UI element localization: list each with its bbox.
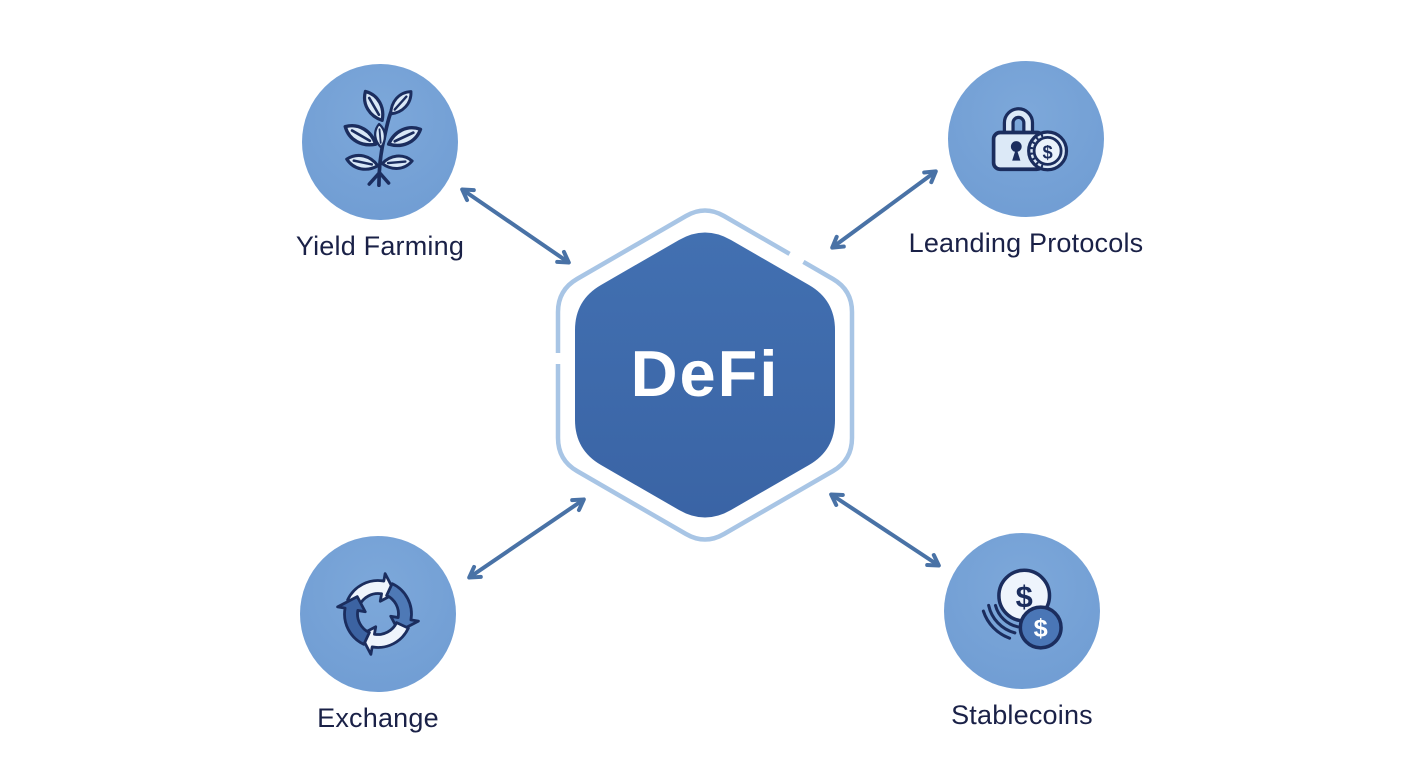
exchange-label: Exchange (317, 703, 439, 733)
svg-text:$: $ (1042, 141, 1052, 162)
lending-protocols-label: Leanding Protocols (908, 228, 1144, 258)
lock-coin-icon: $ (991, 107, 1069, 172)
connector-stablecoins (829, 492, 941, 568)
node-exchange: Exchange (218, 536, 538, 734)
defi-hexagon (575, 232, 835, 518)
yield-farming-circle (302, 64, 458, 220)
svg-text:$: $ (1034, 615, 1048, 643)
connector-lending-protocols (830, 169, 938, 250)
lending-protocols-circle: $ (948, 61, 1104, 217)
stablecoins-circle: $ $ (944, 533, 1100, 689)
node-lending-protocols: $ Leanding Protocols (866, 61, 1186, 259)
outline-gap (787, 247, 807, 267)
svg-text:$: $ (1016, 579, 1033, 614)
plant-icon (339, 88, 426, 188)
defi-center-label: DeFi (630, 337, 780, 410)
connector-exchange (467, 497, 586, 580)
node-yield-farming: Yield Farming (220, 64, 540, 262)
stablecoins-label: Stablecoins (951, 700, 1093, 730)
connector-yield-farming (460, 187, 571, 265)
outline-gap (551, 353, 564, 364)
node-stablecoins: $ $ Stablecoins (862, 533, 1182, 731)
exchange-circle (300, 536, 456, 692)
stacked-coins-icon: $ $ (981, 568, 1063, 650)
hexagon-outline (555, 208, 855, 542)
cycle-arrows-icon (336, 572, 420, 656)
yield-farming-label: Yield Farming (295, 231, 465, 261)
